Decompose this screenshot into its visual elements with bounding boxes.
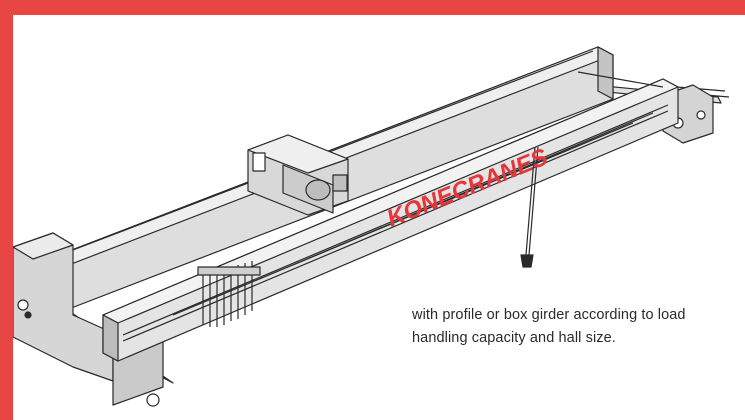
cross-rails (172, 71, 664, 316)
content-panel: KONECRANES with profile or box girder ac… (13, 15, 745, 420)
caption-text: with profile or box girder according to … (412, 307, 686, 346)
overhead-crane-illustration: KONECRANES (13, 46, 730, 407)
hoist-trolley (247, 134, 349, 216)
